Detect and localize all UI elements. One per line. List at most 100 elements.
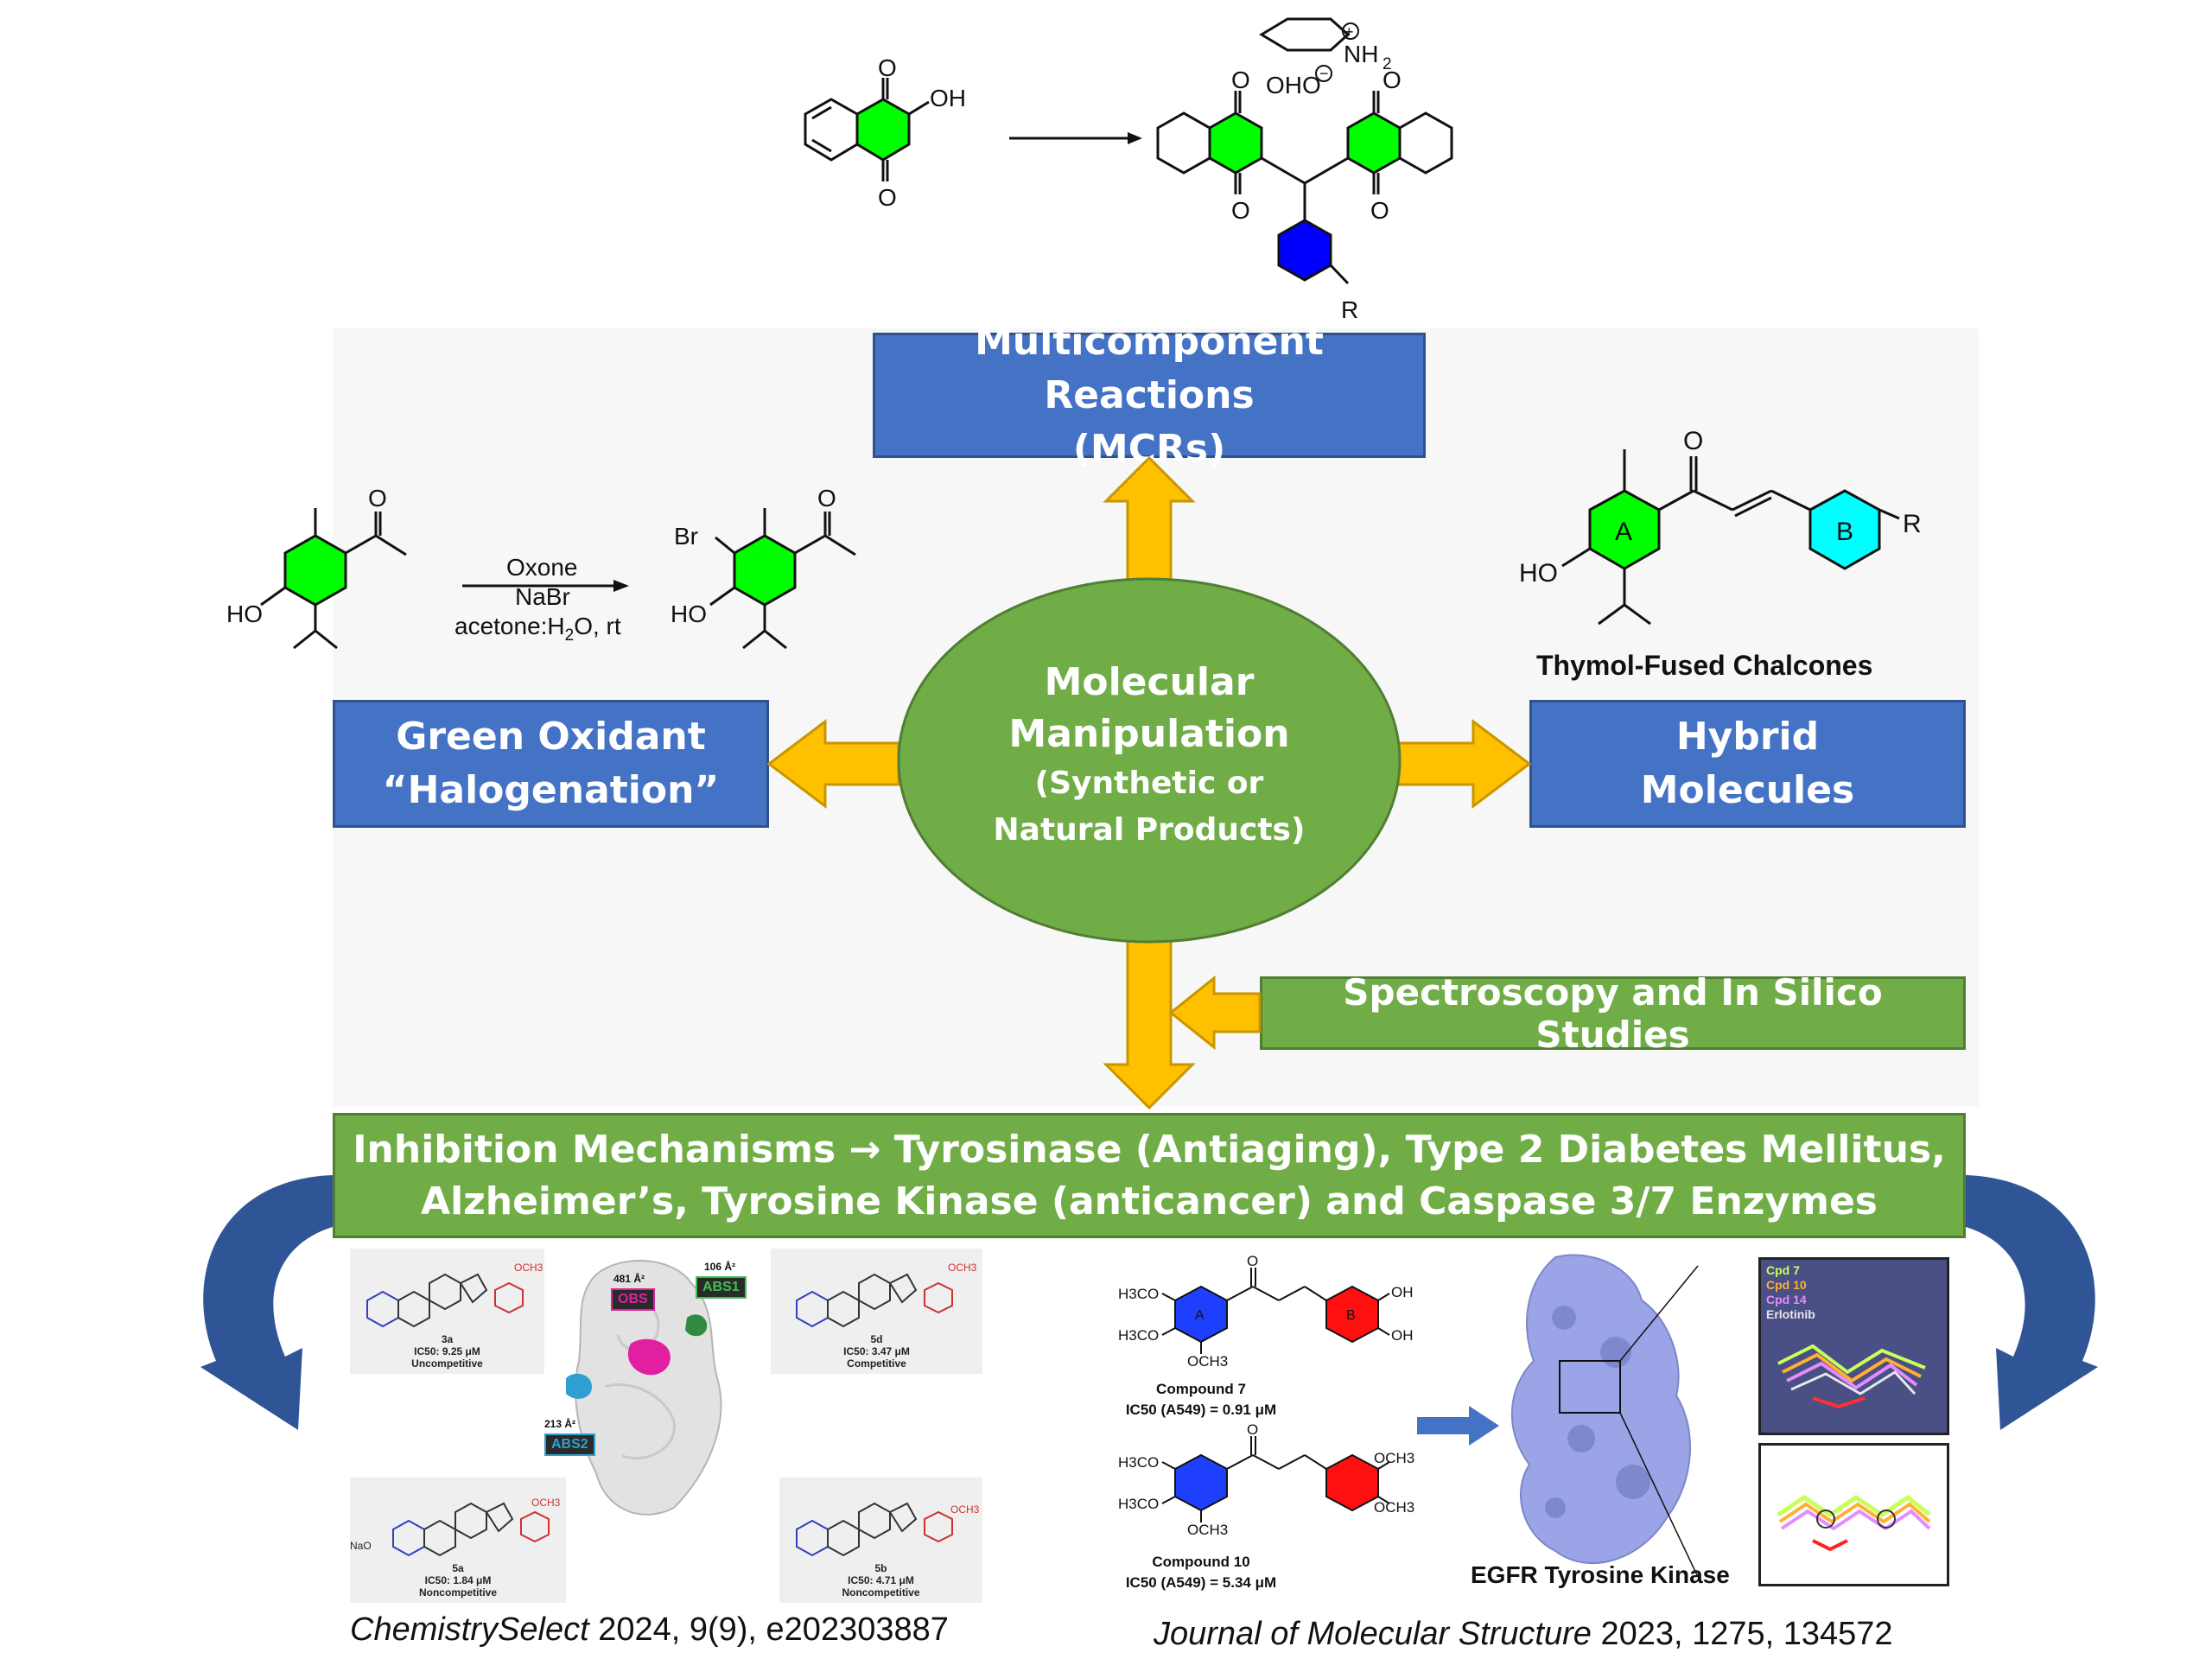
chalcone-caption: Thymol-Fused Chalcones bbox=[1536, 650, 1873, 681]
product-o-1: O bbox=[1231, 67, 1250, 93]
citation-right-details: 2023, 1275, 134572 bbox=[1591, 1616, 1893, 1652]
och3-label-3a: OCH3 bbox=[514, 1262, 543, 1274]
compound7-ic50: IC50 (A549) = 0.91 μM bbox=[1126, 1402, 1276, 1418]
halogenation-scheme: O HO Oxone NaBr acetone:H2O, rt Br O HO bbox=[226, 485, 856, 650]
ellipse-label: Molecular Manipulation (Synthetic or Nat… bbox=[899, 657, 1400, 854]
cpd-3a-label: 3a bbox=[441, 1333, 454, 1345]
tyrosinase-protein bbox=[566, 1260, 722, 1516]
cpd-5d-mode: Competitive bbox=[847, 1357, 906, 1370]
molecular-manipulation-ellipse bbox=[897, 577, 1402, 944]
piperidinium-ring bbox=[1259, 17, 1351, 52]
arrow-from-spectroscopy bbox=[1168, 975, 1262, 1051]
arrow-left-to-oxidant bbox=[766, 718, 900, 810]
blue-right-arrow bbox=[1417, 1406, 1499, 1446]
cpd10-ring-a bbox=[1174, 1453, 1228, 1512]
product-nh2: NH bbox=[1344, 41, 1378, 67]
citation-left-journal: ChemistrySelect bbox=[350, 1611, 589, 1648]
compound7-label: Compound 7 bbox=[1156, 1381, 1246, 1397]
hybrid-line2: Molecules bbox=[1640, 768, 1855, 812]
cpd-5a-mode: Noncompetitive bbox=[418, 1586, 497, 1599]
reagent-nabr: NaBr bbox=[515, 583, 570, 610]
ellipse-line1: Molecular bbox=[1044, 660, 1255, 704]
arrow-down-to-inhibition bbox=[1103, 936, 1196, 1110]
cpd10-och3-r1: OCH3 bbox=[1374, 1450, 1414, 1466]
curved-arrow-left bbox=[200, 1175, 333, 1430]
legend-cpd10: Cpd 10 bbox=[1766, 1278, 1807, 1292]
lawsone-oh: OH bbox=[930, 85, 966, 111]
docking-inset-bottom bbox=[1758, 1443, 1949, 1586]
inhibition-line2: Alzheimer’s, Tyrosine Kinase (anticancer… bbox=[421, 1179, 1878, 1224]
card-5b: OCH3 5b IC50: 4.71 μM Noncompetitive bbox=[779, 1478, 982, 1603]
binding-site-box bbox=[1559, 1360, 1621, 1414]
inhibition-line1: Inhibition Mechanisms → Tyrosinase (Anti… bbox=[353, 1127, 1946, 1172]
chalcone-compounds: H3CO H3CO OCH3 O OH OH A B Compound 7 IC… bbox=[1118, 1253, 1414, 1591]
egfr-panel: H3CO H3CO OCH3 O OH OH A B Compound 7 IC… bbox=[1115, 1249, 1966, 1611]
cpd7-och3: OCH3 bbox=[1187, 1353, 1228, 1370]
nao-label: NaO bbox=[350, 1540, 372, 1552]
egfr-protein-surface bbox=[1511, 1254, 1699, 1578]
cpd10-h3co-2: H3CO bbox=[1118, 1496, 1159, 1512]
hybrid-line1: Hybrid bbox=[1675, 715, 1820, 759]
egfr-label: EGFR Tyrosine Kinase bbox=[1471, 1561, 1730, 1588]
svg-text:+: + bbox=[1344, 23, 1354, 41]
och3-label-5b: OCH3 bbox=[950, 1503, 980, 1516]
product-br: Br bbox=[674, 523, 698, 550]
steroid-panel: 3a IC50: 9.25 μM Uncompetitive OCH3 481 … bbox=[350, 1249, 985, 1611]
cpd10-och3-r2: OCH3 bbox=[1374, 1499, 1414, 1516]
ellipse-line2: Manipulation bbox=[1008, 712, 1290, 756]
green-oxidant-box: Green Oxidant “Halogenation” bbox=[333, 700, 769, 828]
green-oxidant-line1: Green Oxidant bbox=[396, 715, 706, 759]
abs2-tag: ABS2 bbox=[544, 1433, 595, 1456]
abs1-tag: ABS1 bbox=[696, 1276, 747, 1299]
abs2-area: 213 Å² bbox=[544, 1418, 576, 1430]
chalcone-ho: HO bbox=[1519, 559, 1558, 588]
bromothymol-ring bbox=[733, 534, 797, 607]
cpd-5d-label: 5d bbox=[870, 1333, 883, 1345]
hybrid-molecules-box: Hybrid Molecules bbox=[1529, 700, 1966, 828]
chalcone-r: R bbox=[1903, 510, 1922, 538]
cpd-5b-ic50: IC50: 4.71 μM bbox=[848, 1574, 914, 1586]
cpd-3a-mode: Uncompetitive bbox=[411, 1357, 483, 1370]
chalcone-b-label: B bbox=[1836, 518, 1853, 546]
citation-left-details: 2024, 9(9), e202303887 bbox=[588, 1611, 949, 1648]
cpd7-h3co-2: H3CO bbox=[1118, 1327, 1159, 1344]
product-o-4: O bbox=[1370, 197, 1389, 224]
ellipse-line4: Natural Products) bbox=[993, 812, 1306, 848]
abs1-site bbox=[685, 1314, 708, 1337]
product-o-2: O bbox=[1231, 197, 1250, 224]
compound10-ic50: IC50 (A549) = 5.34 μM bbox=[1126, 1574, 1276, 1591]
spectroscopy-label: Spectroscopy and In Silico Studies bbox=[1343, 970, 1883, 1056]
cpd7-h3co-1: H3CO bbox=[1118, 1286, 1159, 1302]
thymol-ring bbox=[283, 534, 347, 607]
product-o-3: O bbox=[1382, 67, 1402, 93]
product-r: R bbox=[1341, 296, 1358, 323]
lawsone-o-bottom: O bbox=[878, 184, 897, 211]
product-ho: HO bbox=[671, 601, 707, 627]
legend-cpd14: Cpd 14 bbox=[1766, 1293, 1807, 1306]
obs-tag: OBS bbox=[611, 1288, 655, 1311]
chalcone-structure: O A B R HO bbox=[1519, 427, 1922, 626]
thymol-ho: HO bbox=[226, 601, 263, 627]
arrow-up-to-mcr bbox=[1103, 455, 1196, 585]
ellipse-line3: (Synthetic or bbox=[1034, 766, 1264, 801]
cpd7-a: A bbox=[1195, 1308, 1205, 1323]
lawsone-molecule bbox=[804, 78, 930, 181]
curved-arrow-right bbox=[1966, 1175, 2098, 1430]
arrow-right-to-hybrid bbox=[1394, 718, 1532, 810]
cpd10-ring-b bbox=[1325, 1453, 1379, 1512]
cpd-5b-label: 5b bbox=[874, 1562, 887, 1574]
och3-label-5a: OCH3 bbox=[531, 1497, 561, 1509]
legend-erlotinib: Erlotinib bbox=[1766, 1307, 1815, 1321]
cpd10-och3: OCH3 bbox=[1187, 1522, 1228, 1538]
cpd-5d-ic50: IC50: 3.47 μM bbox=[843, 1345, 910, 1357]
inhibition-box: Inhibition Mechanisms → Tyrosinase (Anti… bbox=[333, 1113, 1966, 1238]
cpd-5a-ic50: IC50: 1.84 μM bbox=[424, 1574, 492, 1586]
mcr-scheme: O O OH O O O O OHO NH 2 + − R bbox=[804, 17, 1453, 323]
abs2-site bbox=[566, 1373, 592, 1399]
cpd10-o: O bbox=[1247, 1421, 1258, 1438]
product-oho: OHO bbox=[1266, 72, 1321, 99]
green-oxidant-line2: “Halogenation” bbox=[382, 768, 720, 812]
card-5d: 5d IC50: 3.47 μM Competitive OCH3 bbox=[771, 1249, 982, 1374]
cpd-3a-ic50: IC50: 9.25 μM bbox=[414, 1345, 480, 1357]
